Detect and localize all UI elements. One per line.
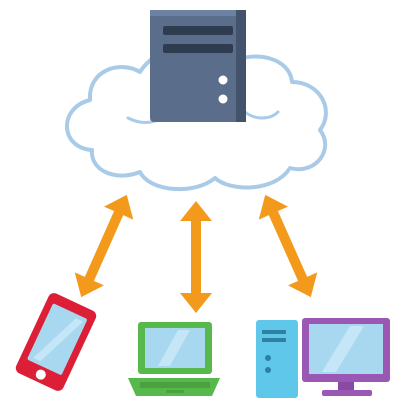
server-icon: [150, 10, 246, 122]
laptop-icon: [128, 322, 220, 396]
two-way-arrow-center: [180, 201, 212, 313]
two-way-arrow-left: [74, 194, 134, 298]
two-way-arrow-right: [258, 194, 318, 298]
smartphone-icon: [15, 293, 97, 391]
desktop-pc-icon: [256, 318, 390, 398]
